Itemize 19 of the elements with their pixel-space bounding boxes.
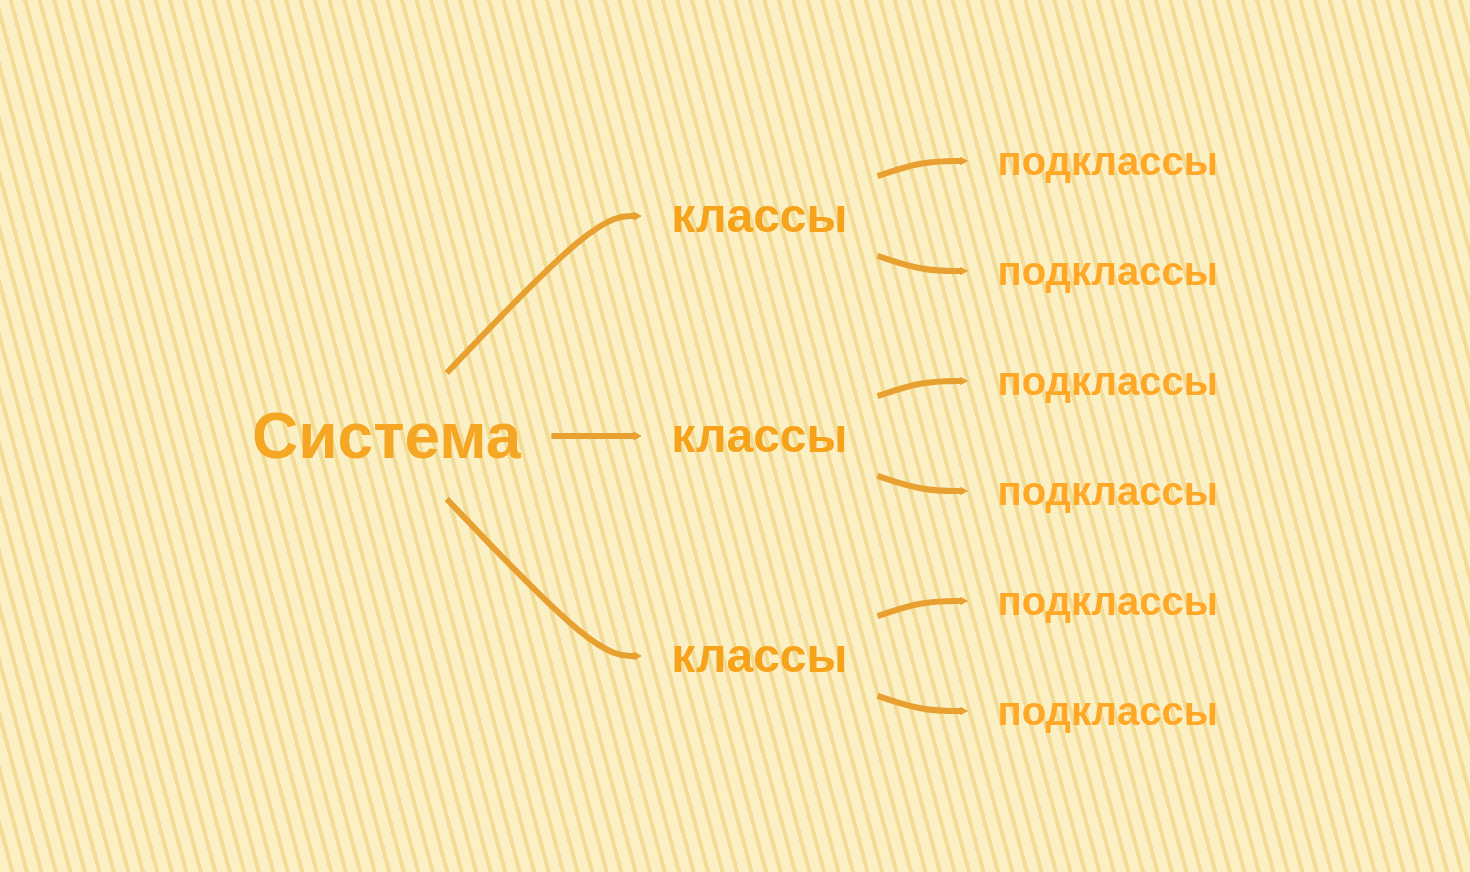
node-text: классы [671,629,848,682]
node-text: подклассы [997,359,1218,403]
node-text: подклассы [997,139,1218,183]
node-text: подклассы [997,579,1218,623]
node-text: Система [252,400,522,472]
arrow [876,376,968,400]
node-text: подклассы [997,689,1218,733]
arrow [444,211,642,376]
node-text: классы [671,409,848,462]
node-text: подклассы [997,469,1218,513]
arrow [444,496,642,661]
arrow [876,473,968,496]
arrow [876,156,968,180]
arrow [876,596,968,619]
arrow [876,253,968,276]
node-text: подклассы [997,249,1218,293]
arrow [551,431,642,441]
arrow [876,693,968,716]
node-text: классы [671,189,848,242]
